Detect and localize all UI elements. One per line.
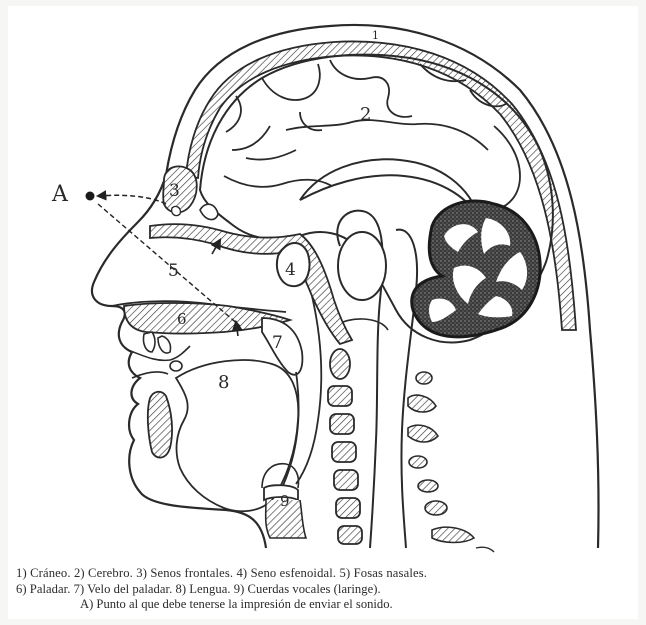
label-6: 6 — [177, 310, 187, 328]
label-point-a: A — [51, 182, 69, 207]
pons — [338, 232, 386, 300]
point-a-dot — [86, 192, 95, 201]
figure-caption: 1) Cráneo. 2) Cerebro. 3) Senos frontale… — [14, 566, 638, 613]
lower-tooth — [148, 392, 172, 458]
cerebellum — [412, 201, 540, 337]
upper-teeth — [143, 332, 182, 371]
label-2: 2 — [360, 104, 371, 125]
label-3: 3 — [169, 181, 180, 201]
caption-line-1: 1) Cráneo. 2) Cerebro. 3) Senos frontale… — [14, 566, 638, 582]
label-8: 8 — [218, 372, 229, 393]
caption-line-2: 6) Paladar. 7) Velo del paladar. 8) Leng… — [14, 582, 638, 598]
label-7: 7 — [272, 333, 283, 353]
label-1: 1 — [372, 29, 379, 42]
spinous-processes — [408, 372, 474, 543]
vertebrae — [328, 349, 362, 544]
caption-line-3: A) Punto al que debe tenerse la impresió… — [14, 597, 638, 613]
label-9: 9 — [280, 492, 290, 510]
label-5: 5 — [168, 261, 179, 281]
label-4: 4 — [285, 260, 296, 280]
